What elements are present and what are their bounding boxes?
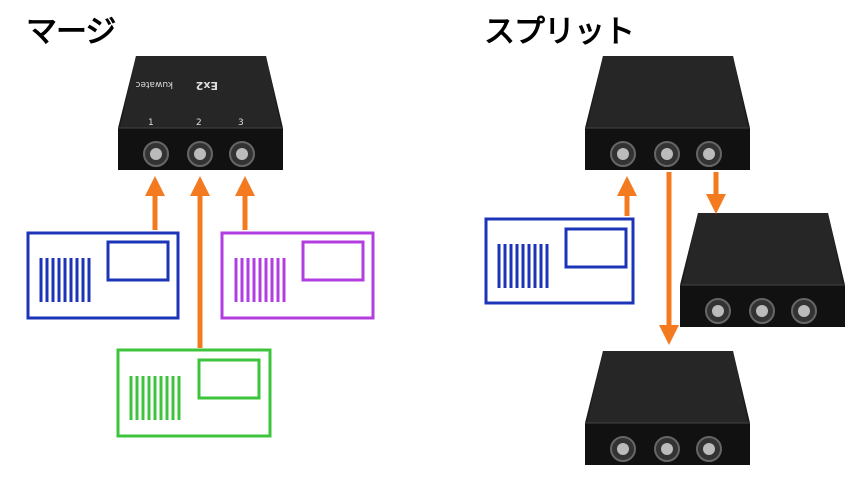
device-brand: kuwatec bbox=[135, 79, 173, 89]
split-title: スプリット bbox=[484, 14, 635, 50]
merge-device: Ex2 kuwatec 1 2 3 bbox=[117, 55, 284, 171]
merge-title: マージ bbox=[26, 14, 116, 50]
merge-arrows bbox=[145, 176, 255, 348]
split-arrows bbox=[617, 172, 726, 345]
port-label: 1 bbox=[148, 118, 154, 128]
split-device-main bbox=[584, 55, 751, 171]
device-model: Ex2 bbox=[196, 79, 218, 92]
split-blue-source-box bbox=[484, 217, 635, 305]
port-label: 2 bbox=[196, 118, 202, 128]
port-label: 3 bbox=[238, 118, 244, 128]
blue-source-box bbox=[26, 231, 180, 320]
split-device-output-1 bbox=[679, 212, 846, 328]
green-source-box bbox=[116, 348, 272, 438]
split-device-output-2 bbox=[584, 350, 751, 466]
purple-source-box bbox=[220, 231, 375, 320]
